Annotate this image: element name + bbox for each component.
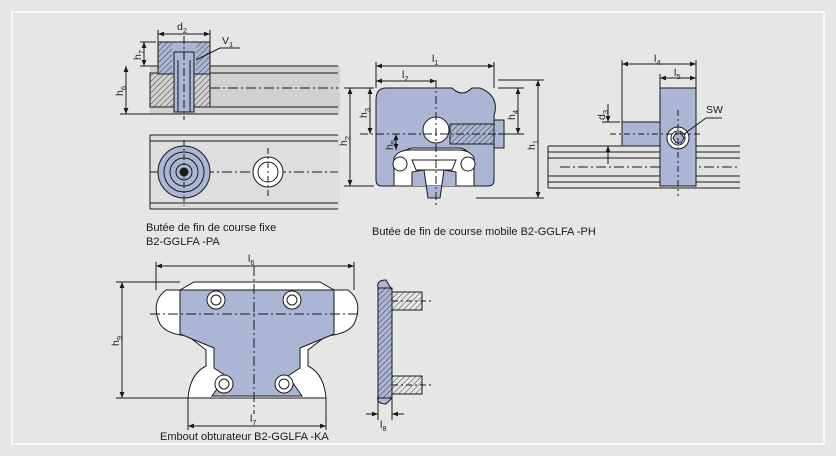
end-cap-hole-bottom-right — [274, 374, 294, 394]
mobile-stop-side-view — [547, 60, 740, 196]
dim-label-l6: l6 — [248, 253, 255, 267]
dim-label-h5: h5 — [384, 140, 398, 150]
caption-mobile-stop: Butée de fin de course mobile B2-GGLFA -… — [372, 226, 596, 238]
dim-label-l4: l4 — [654, 53, 661, 67]
dim-label-h4: h4 — [506, 110, 520, 120]
dim-label-h1: h1 — [526, 140, 540, 150]
caption-fixed-stop-line2: B2-GGLFA -PA — [146, 236, 220, 248]
dim-label-h2: h2 — [338, 136, 352, 146]
fixed-stop-top-view — [149, 134, 340, 210]
end-cap-insert — [179, 289, 335, 397]
dim-label-l7: l7 — [250, 413, 257, 427]
dim-label-d3: d3 — [596, 110, 610, 120]
dim-label-l5: l5 — [674, 67, 681, 81]
dim-label-sw: SW — [706, 104, 723, 116]
end-cap-hole-bottom-left — [214, 374, 234, 394]
frame-border — [11, 11, 825, 445]
end-cap-front-view — [116, 262, 360, 430]
dim-label-h9: h9 — [110, 336, 124, 346]
caption-fixed-stop-line1: Butée de fin de course fixe — [146, 222, 277, 234]
dim-label-d2: d2 — [177, 21, 187, 35]
dim-label-h6: h6 — [114, 86, 128, 96]
dim-label-v1: V1 — [222, 35, 233, 49]
dim-label-l2: l2 — [402, 69, 409, 83]
fixed-stop-section-view — [120, 30, 340, 120]
dim-label-h3: h3 — [358, 108, 372, 118]
dim-label-l1: l1 — [432, 53, 439, 67]
end-cap-hole-top-left — [206, 290, 226, 310]
end-cap-hole-top-right — [282, 290, 302, 310]
dim-label-l8: l8 — [380, 419, 387, 433]
caption-end-cap: Embout obturateur B2-GGLFA -KA — [160, 431, 329, 443]
end-cap-side-view — [366, 279, 432, 420]
dim-label-h7: h7 — [132, 50, 146, 60]
mobile-stop-view — [344, 62, 544, 205]
